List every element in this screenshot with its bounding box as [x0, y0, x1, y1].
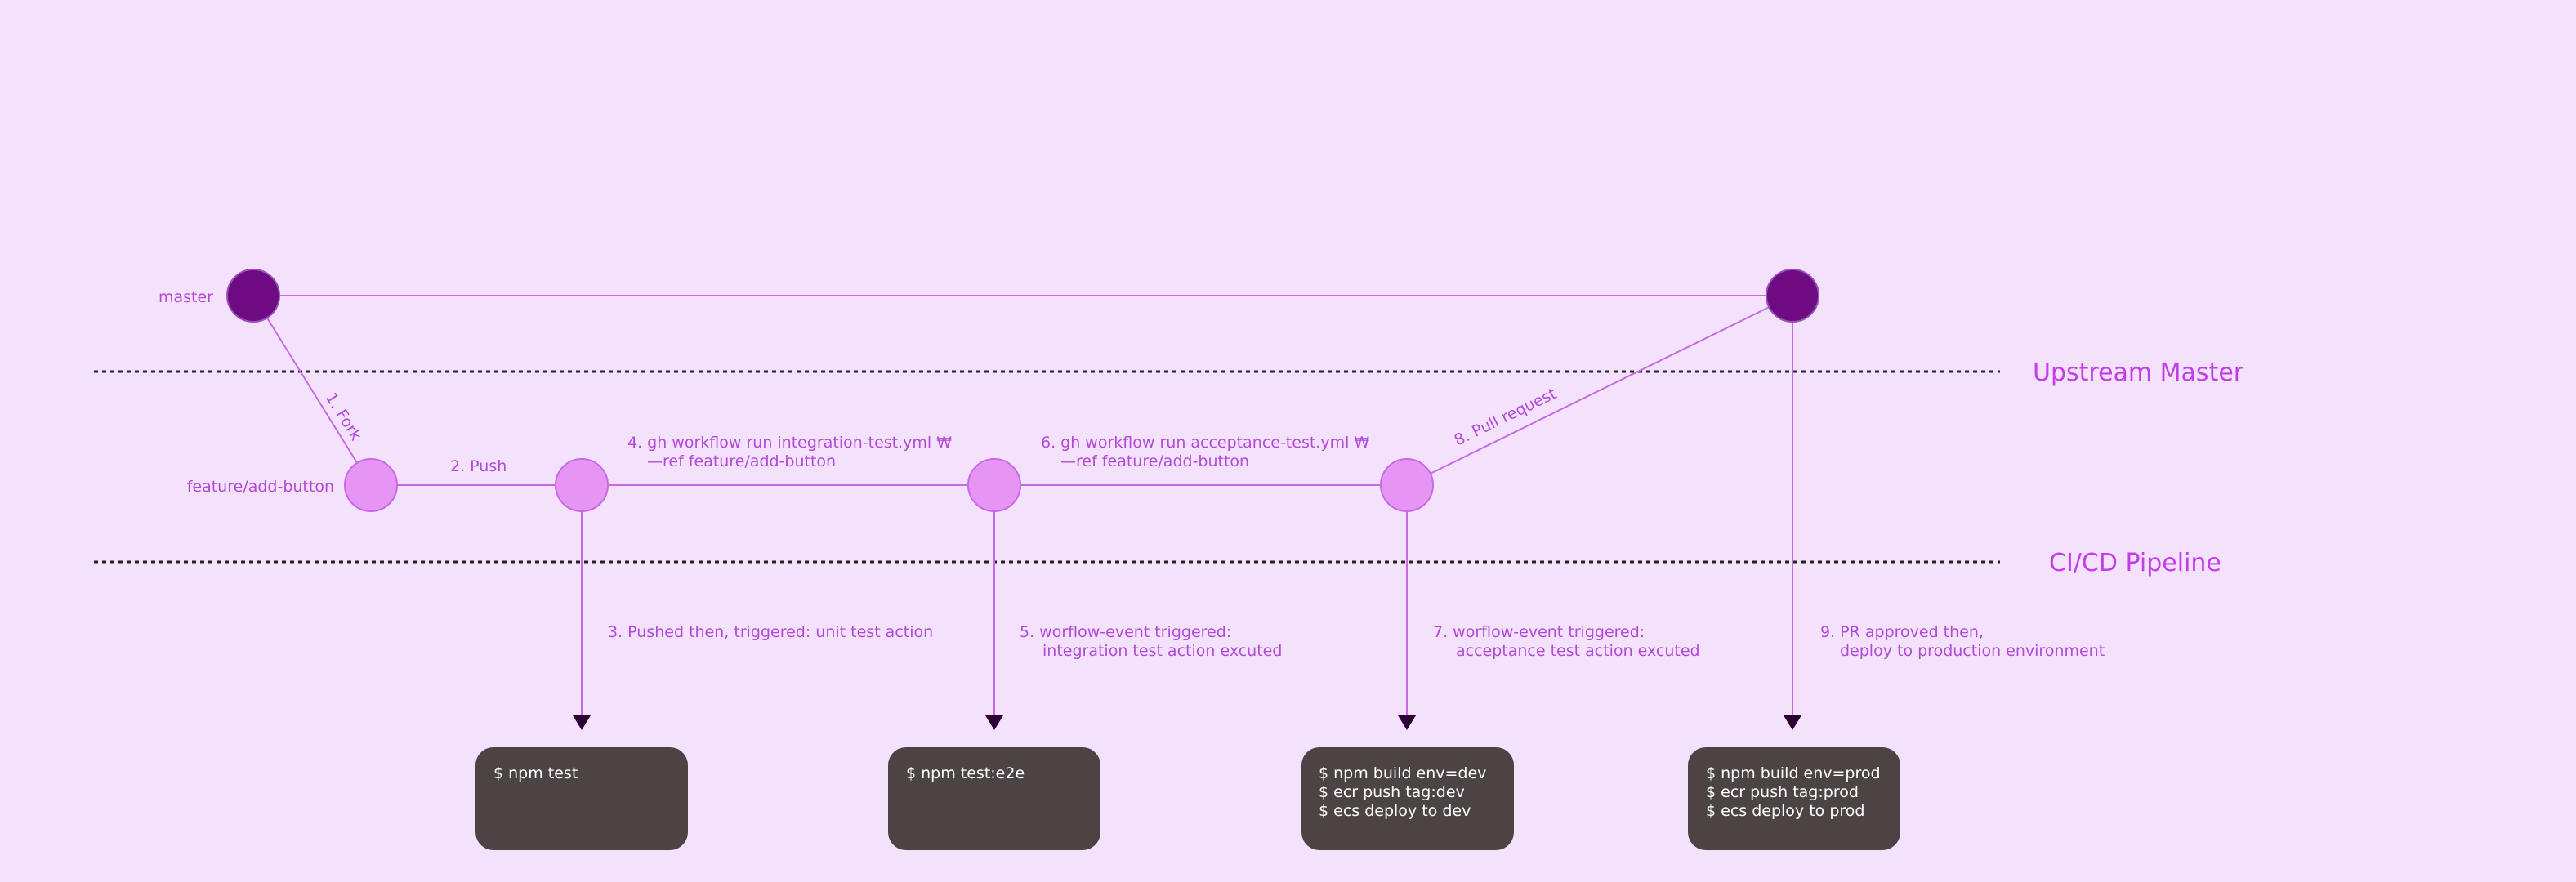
pull-request-label: 8. Pull request: [1452, 385, 1560, 449]
master-node-start: [226, 269, 280, 323]
step9-label-line1: 9. PR approved then,: [1820, 623, 1984, 641]
step4-label-line2: —ref feature/add-button: [647, 452, 836, 470]
section-upstream-master: Upstream Master: [2033, 359, 2244, 387]
command-box-deploy-prod: $ npm build env=prod $ ecr push tag:prod…: [1688, 747, 1900, 850]
step9-label-line2: deploy to production environment: [1840, 642, 2105, 660]
section-cicd-pipeline: CI/CD Pipeline: [2049, 549, 2221, 577]
master-node-merge: [1766, 269, 1819, 323]
command-box-bg: [1301, 747, 1514, 850]
step3-label: 3. Pushed then, triggered: unit test act…: [608, 623, 933, 641]
command-line: $ ecs deploy to prod: [1706, 802, 1864, 820]
feature-node-3: [967, 458, 1021, 512]
feature-node-4: [1380, 458, 1434, 512]
command-box-unit-test: $ npm test: [475, 747, 688, 850]
command-line: $ npm test:e2e: [906, 764, 1025, 782]
arrowhead-2: [985, 715, 1003, 730]
arrowhead-4: [1784, 715, 1801, 730]
arrowhead-3: [1398, 715, 1416, 730]
step7-label-line2: acceptance test action excuted: [1456, 642, 1700, 660]
step6-label-line1: 6. gh workflow run acceptance-test.yml ₩: [1041, 434, 1369, 452]
feature-node-2: [555, 458, 609, 512]
step5-label-line2: integration test action excuted: [1042, 642, 1282, 660]
command-line: $ npm test: [493, 764, 578, 782]
command-box-deploy-dev: $ npm build env=dev $ ecr push tag:dev $…: [1301, 747, 1514, 850]
command-box-bg: [1688, 747, 1900, 850]
command-box-bg: [888, 747, 1100, 850]
feature-branch-label: feature/add-button: [187, 478, 334, 496]
master-branch-label: master: [158, 288, 213, 306]
push-label: 2. Push: [450, 457, 507, 475]
command-box-bg: [475, 747, 688, 850]
command-box-e2e-test: $ npm test:e2e: [888, 747, 1100, 850]
command-line: $ npm build env=prod: [1706, 764, 1881, 782]
feature-node-1: [344, 458, 398, 512]
step4-label-line1: 4. gh workflow run integration-test.yml …: [627, 434, 952, 452]
pull-request-edge: [1406, 295, 1793, 486]
fork-edge: [252, 295, 372, 486]
step5-label-line1: 5. worflow-event triggered:: [1020, 623, 1231, 641]
arrowhead-1: [573, 715, 591, 730]
command-line: $ ecs deploy to dev: [1319, 802, 1471, 820]
step7-label-line1: 7. worflow-event triggered:: [1433, 623, 1645, 641]
command-line: $ ecr push tag:prod: [1706, 783, 1859, 801]
step6-label-line2: —ref feature/add-button: [1060, 452, 1249, 470]
command-line: $ ecr push tag:dev: [1319, 783, 1465, 801]
command-line: $ npm build env=dev: [1319, 764, 1486, 782]
